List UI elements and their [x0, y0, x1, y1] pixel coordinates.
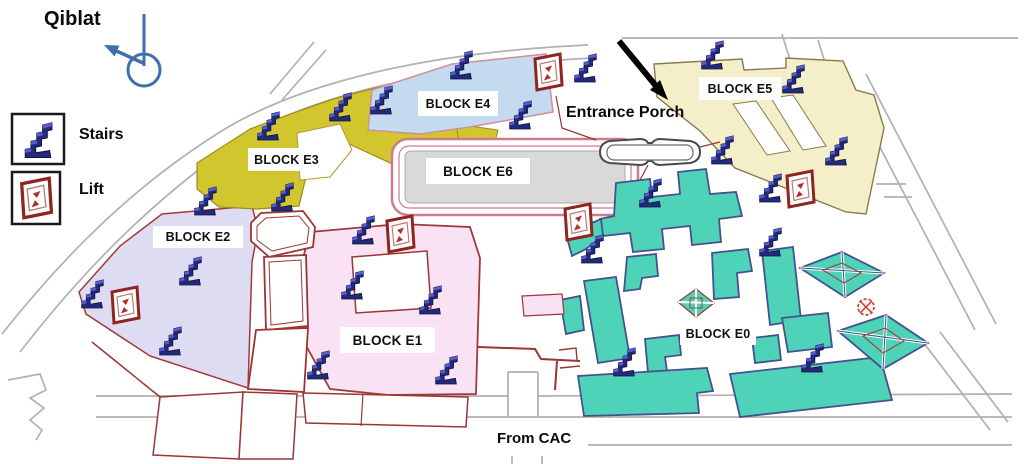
block-label-e3: BLOCK E3 [248, 148, 325, 171]
block-label-e0: BLOCK E0 [680, 323, 756, 345]
legend-stairs-label: Stairs [79, 126, 124, 143]
legend-stairs-box [10, 112, 66, 166]
entrance-porch-label: Entrance Porch [566, 104, 685, 121]
entrance-arrow-icon [616, 39, 668, 100]
from-cac-label: From CAC [497, 430, 572, 447]
block-label-e2: BLOCK E2 [153, 226, 243, 248]
legend-lift-box [10, 170, 62, 226]
block-label-e1: BLOCK E1 [340, 327, 435, 353]
entrance-porch-driveway [598, 137, 702, 167]
qiblat-label: Qiblat [44, 8, 101, 30]
block-label-e4: BLOCK E4 [418, 91, 498, 116]
block-label-e6: BLOCK E6 [426, 158, 530, 184]
garden-rotunda [857, 298, 875, 316]
corridors [91, 95, 721, 460]
block-e0-shapes [558, 168, 930, 418]
block-label-e5: BLOCK E5 [699, 77, 781, 100]
block-e1-shape [301, 223, 481, 396]
legend-lift-label: Lift [79, 181, 104, 198]
qiblat-compass-icon [104, 14, 162, 88]
